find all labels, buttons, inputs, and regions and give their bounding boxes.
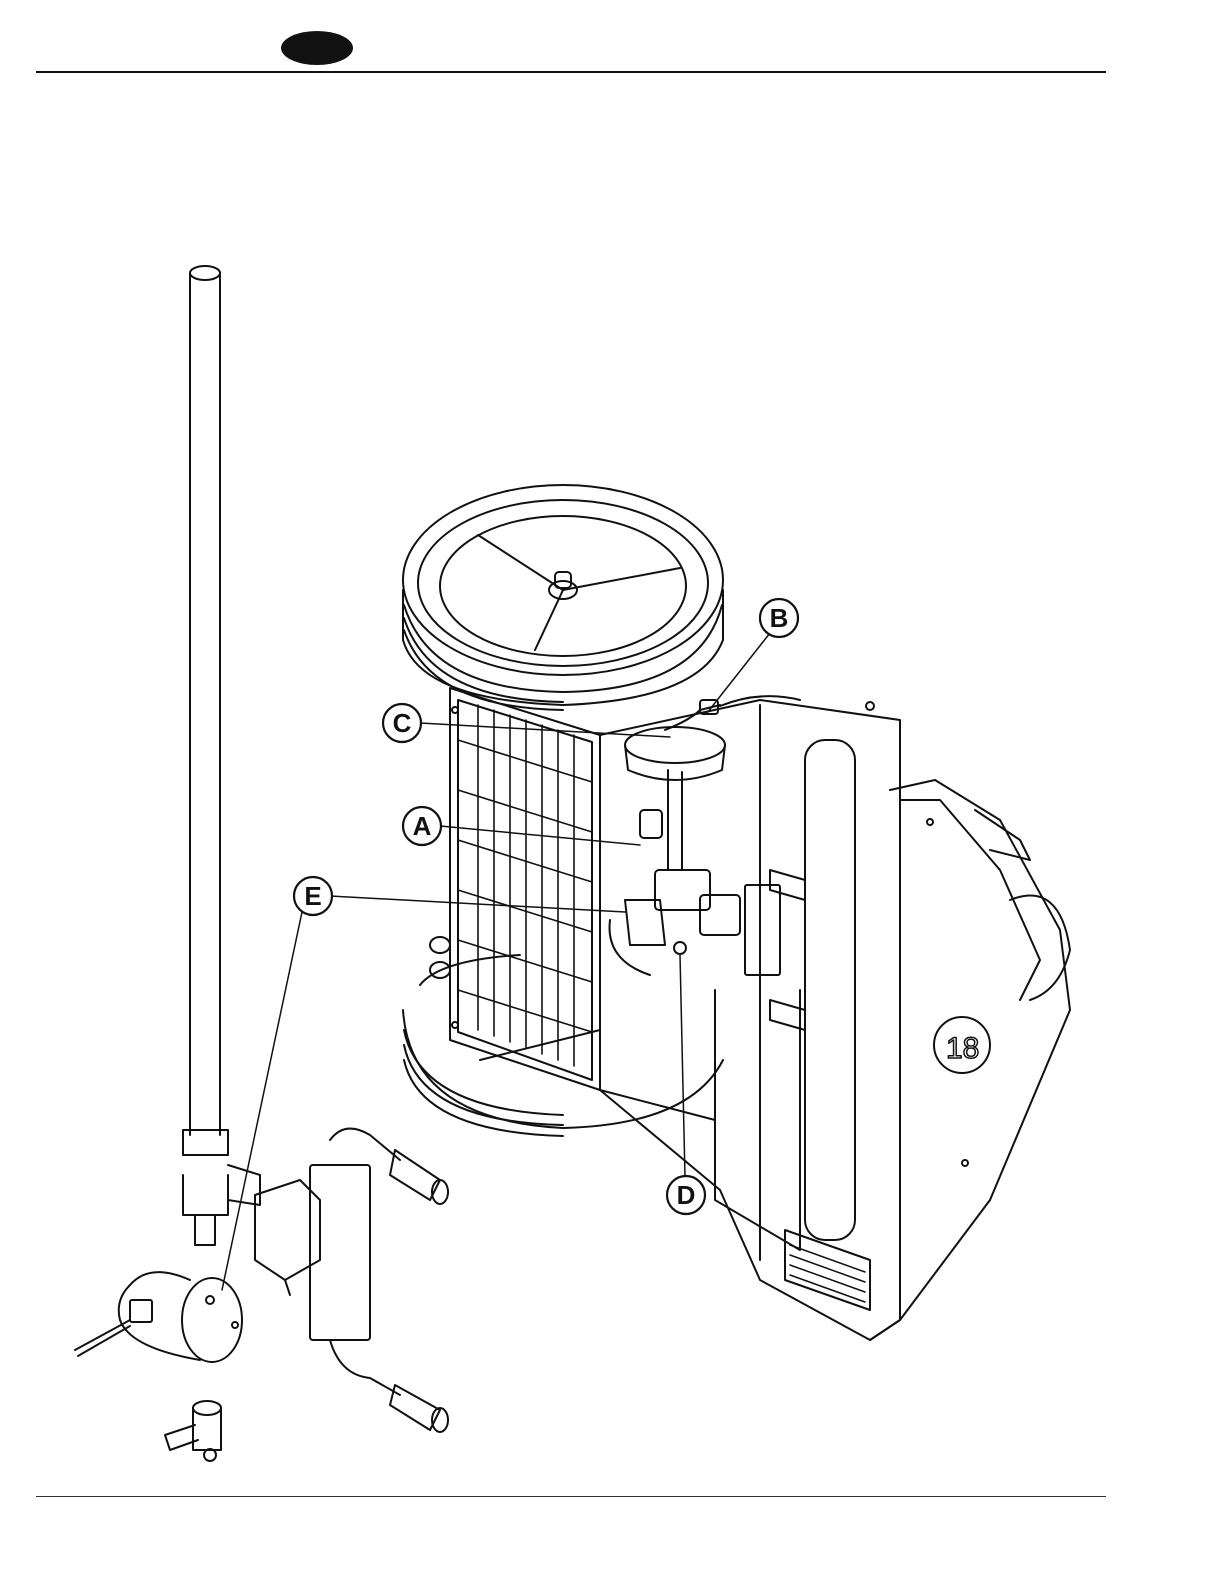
svg-text:B: B bbox=[770, 603, 789, 633]
svg-text:D: D bbox=[677, 1180, 696, 1210]
svg-text:18: 18 bbox=[946, 1032, 979, 1065]
footer-rule bbox=[36, 1496, 1106, 1497]
svg-text:E: E bbox=[304, 881, 321, 911]
callout-d: D bbox=[667, 1176, 705, 1214]
svg-text:C: C bbox=[393, 708, 412, 738]
top-tank-wheel bbox=[403, 485, 723, 710]
callout-a: A bbox=[403, 807, 441, 845]
radiator-grille bbox=[450, 688, 600, 1090]
svg-text:A: A bbox=[413, 811, 432, 841]
callout-e: E bbox=[294, 877, 332, 915]
detail-coil bbox=[75, 1272, 242, 1362]
detail-solenoid-valve bbox=[255, 1129, 448, 1432]
detail-standpipe bbox=[183, 266, 260, 1245]
detail-elbow-fitting bbox=[165, 1401, 221, 1461]
callout-b: B bbox=[760, 599, 798, 637]
callout-c: C bbox=[383, 704, 421, 742]
main-chassis: 18 bbox=[600, 700, 1070, 1340]
valve-assembly bbox=[610, 696, 806, 1030]
